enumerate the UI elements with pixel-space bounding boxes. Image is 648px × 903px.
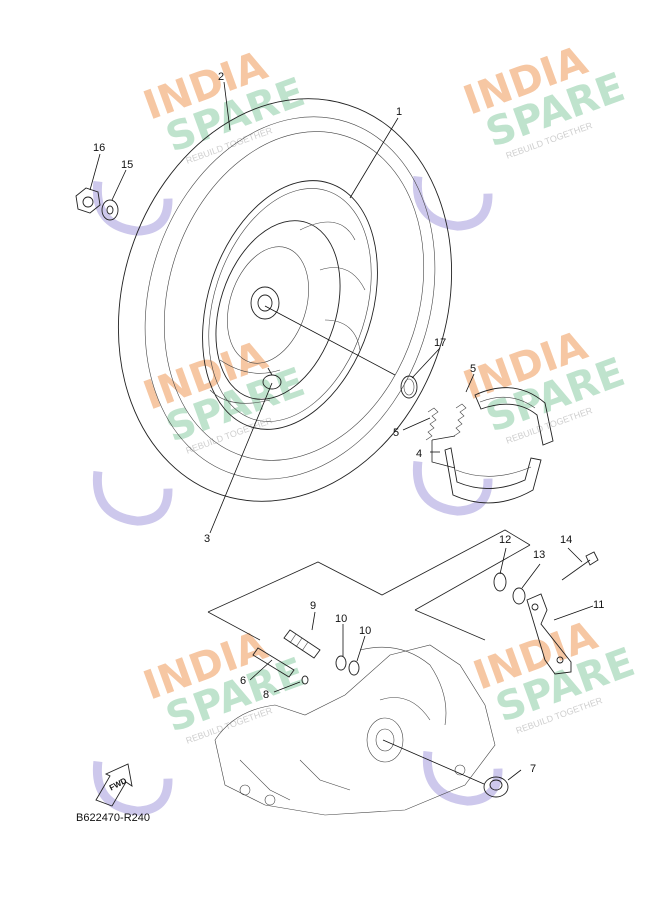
wheel-rim	[202, 180, 378, 430]
callouts: 2 1 16 15 17 5 5 4 3 12 13 14 11 9 10 10…	[93, 71, 604, 775]
callout-5b: 5	[393, 427, 399, 439]
callout-14: 14	[560, 534, 572, 546]
wrench-icon	[92, 181, 173, 236]
callout-7: 7	[530, 763, 536, 775]
callout-10b: 10	[359, 625, 371, 637]
callout-15: 15	[121, 159, 133, 171]
brake-cam-lever	[526, 593, 572, 675]
callout-5a: 5	[470, 363, 476, 375]
callout-8: 8	[263, 689, 269, 701]
callout-6: 6	[240, 675, 246, 687]
gasket-ring	[400, 375, 418, 399]
collar-7	[483, 776, 509, 798]
callout-9: 9	[310, 600, 316, 612]
washer	[101, 199, 119, 221]
brake-shoe-upper	[474, 387, 554, 446]
crankcase	[214, 644, 496, 816]
callout-1: 1	[396, 106, 402, 118]
watermark-india-spare: INDIA SPARE REBUILD TOGETHER	[92, 623, 311, 816]
callout-13: 13	[533, 549, 545, 561]
washer-12	[493, 572, 507, 592]
callout-17: 17	[434, 337, 446, 349]
brake-shoe-lower	[444, 447, 542, 504]
shaft-6	[252, 647, 295, 678]
diagram-code: B622470-R240	[76, 812, 150, 824]
o-ring	[348, 660, 360, 676]
valve-stem	[262, 367, 282, 390]
wrench-icon	[92, 471, 173, 526]
washer-13	[512, 587, 526, 605]
callout-2: 2	[218, 71, 224, 83]
wrench-icon	[92, 761, 173, 816]
group-outline	[207, 435, 531, 641]
watermark-india-spare: INDIA SPARE REBUILD TOGETHER	[422, 613, 641, 806]
tire	[117, 98, 453, 502]
spring	[453, 403, 467, 437]
bolt-14	[561, 551, 599, 581]
callout-16: 16	[93, 142, 105, 154]
wrench-icon	[412, 176, 493, 231]
wrench-icon	[412, 461, 493, 516]
watermark-india-spare: INDIA SPARE REBUILD TOGETHER	[92, 333, 311, 526]
watermark-india-spare: INDIA SPARE REBUILD TOGETHER	[92, 43, 311, 236]
camshaft	[283, 629, 321, 659]
callout-10a: 10	[335, 613, 347, 625]
fwd-label: FWD	[108, 776, 129, 793]
spring	[425, 407, 439, 441]
o-ring	[335, 655, 347, 671]
wheel-assembly	[117, 98, 453, 502]
pin-8	[301, 675, 309, 685]
wrench-icon	[422, 751, 503, 806]
watermark-india-spare: INDIA SPARE REBUILD TOGETHER	[412, 323, 631, 516]
axle-nut	[75, 187, 101, 214]
callout-12: 12	[499, 534, 511, 546]
leader-lines	[89, 81, 594, 785]
callout-4: 4	[416, 448, 422, 460]
callout-3: 3	[204, 533, 210, 545]
callout-11: 11	[593, 599, 604, 611]
